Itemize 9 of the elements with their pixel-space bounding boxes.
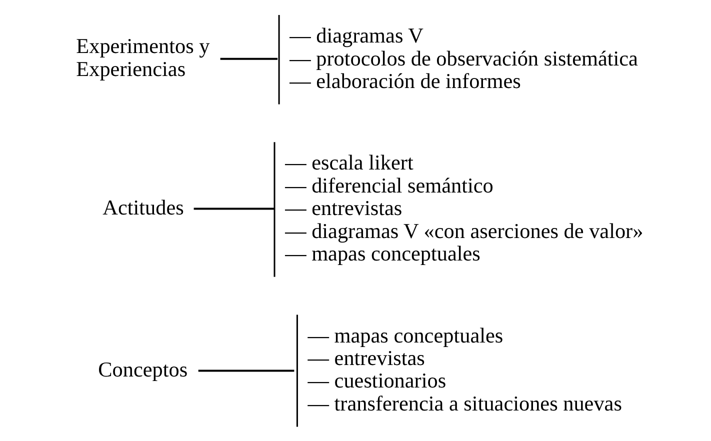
node-text: — diagramas V — protocolos de observación sistemática — elaboración de informes: [290, 24, 638, 93]
connector: [220, 58, 278, 60]
node-text: — mapas conceptuales — entrevistas — cuestionarios — transferencia a situaciones nuevas: [308, 323, 622, 416]
connector: [194, 208, 274, 210]
node-text: Conceptos: [98, 357, 188, 382]
node-text: — escala likert — diferencial semántico — entrevistas — diagramas V «con aserciones de valor» — mapas conceptuales: [285, 150, 644, 266]
node-text: Experimentos y Experiencias: [76, 34, 210, 81]
connector: [198, 370, 294, 372]
node-text: Actitudes: [102, 195, 184, 220]
